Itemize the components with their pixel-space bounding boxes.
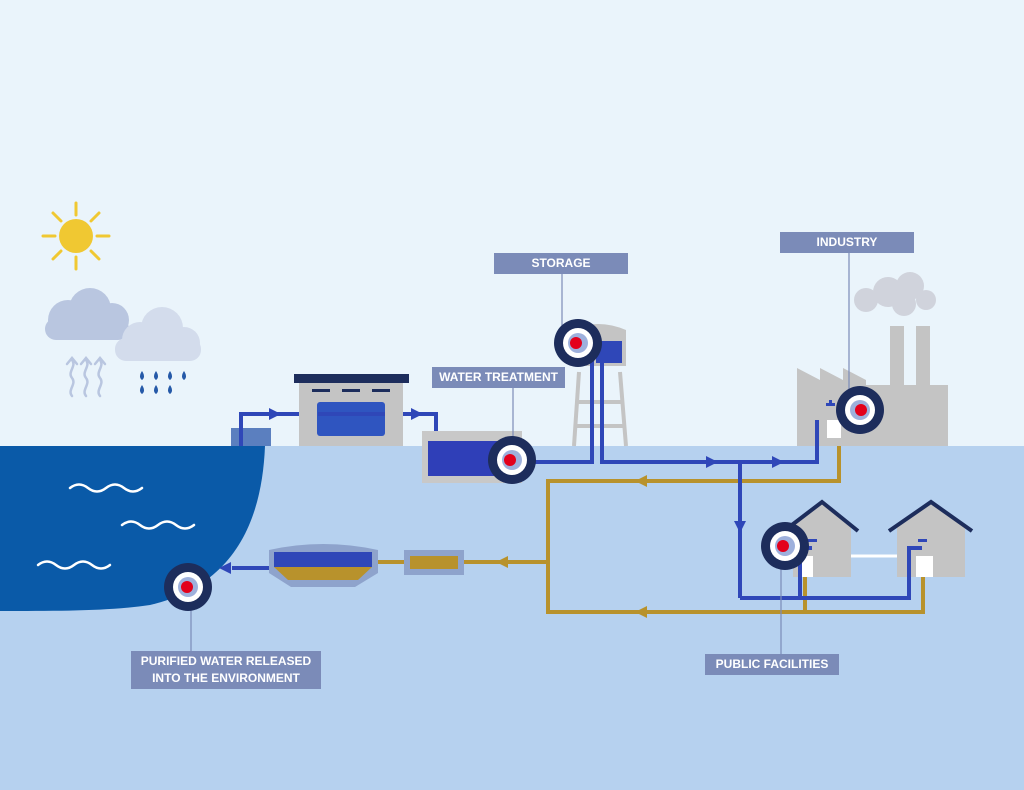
tap-icon [808, 400, 927, 542]
marker-icon[interactable] [554, 319, 602, 367]
rain-cloud-icon [115, 307, 201, 394]
purified-water-label-line1: PURIFIED WATER RELEASED [140, 654, 312, 668]
sun-icon [41, 201, 111, 271]
house-icon [887, 499, 974, 577]
clean-water-flow-arrows [219, 408, 784, 574]
intake-box [231, 428, 271, 446]
storage-label: STORAGE [494, 253, 628, 274]
screening-box [404, 550, 464, 575]
public-facilities-label: PUBLIC FACILITIES [705, 654, 839, 675]
water-treatment-label-text: WATER TREATMENT [439, 370, 558, 384]
marker-icon[interactable] [761, 522, 809, 570]
pumping-station [294, 374, 409, 446]
wastewater-flow-arrows [496, 475, 647, 618]
marker-icon[interactable] [488, 436, 536, 484]
purified-water-label-line2: INTO THE ENVIRONMENT [152, 671, 300, 685]
sewage-treatment-clarifier [269, 544, 378, 587]
storage-label-text: STORAGE [531, 256, 591, 270]
lake-waves [36, 483, 196, 570]
industry-outlet [827, 420, 841, 438]
industry-label-text: INDUSTRY [816, 235, 878, 249]
marker-icon[interactable] [836, 386, 884, 434]
public-facilities-label-text: PUBLIC FACILITIES [715, 657, 829, 671]
cloud-icon [45, 288, 129, 340]
purified-water-label: PURIFIED WATER RELEASED INTO THE ENVIRON… [131, 651, 321, 689]
marker-icon[interactable] [164, 563, 212, 611]
industry-label: INDUSTRY [780, 232, 914, 253]
evaporation-icon [65, 356, 107, 398]
water-treatment-label: WATER TREATMENT [432, 367, 565, 388]
